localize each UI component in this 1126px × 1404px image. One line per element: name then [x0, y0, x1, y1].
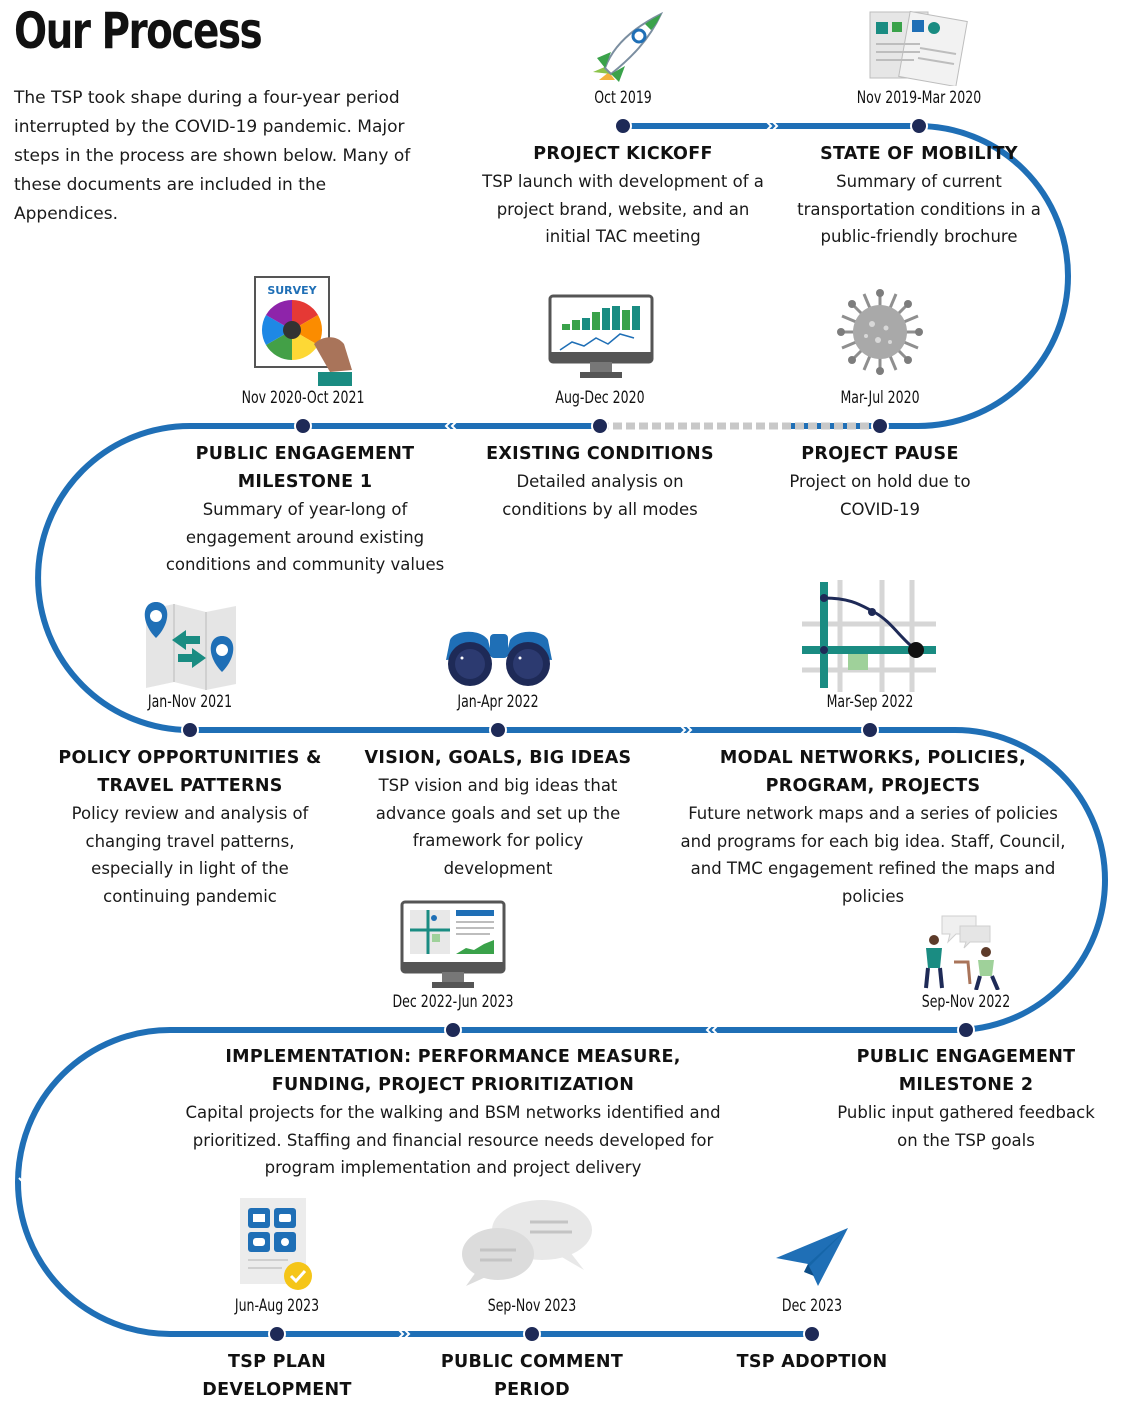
step-description: Capital projects for the walking and BSM…: [185, 1103, 721, 1177]
step-date: Mar-Jul 2020: [840, 388, 920, 408]
network-map-icon: [802, 580, 936, 692]
step-heading: EXISTING CONDITIONS: [486, 444, 714, 464]
dashboard-monitor-icon: [400, 900, 506, 988]
step-heading: POLICY OPPORTUNITIES & TRAVEL PATTERNS: [58, 748, 322, 796]
map-pins-icon: [144, 602, 236, 690]
step-date: Jan-Apr 2022: [457, 692, 539, 712]
step-description: Public input gathered feedback on the TS…: [837, 1103, 1095, 1150]
step-heading: IMPLEMENTATION: PERFORMANCE MEASURE, FUN…: [225, 1047, 681, 1095]
step-heading: PROJECT PAUSE: [801, 444, 959, 464]
speech-bubbles-icon: [462, 1200, 592, 1286]
step-date: Sep-Nov 2022: [921, 992, 1011, 1012]
step-description: TSP launch with development of a project…: [482, 172, 764, 246]
plan-document-icon: [240, 1198, 312, 1290]
step-date: Jan-Nov 2021: [147, 692, 233, 712]
paper-plane-icon: [776, 1228, 848, 1286]
step-heading: PUBLIC COMMENT PERIOD: [440, 1352, 624, 1400]
step-description: Project on hold due to COVID-19: [789, 472, 971, 519]
intro-text: The TSP took shape during a four-year pe…: [14, 88, 411, 224]
step-date: Nov 2019-Mar 2020: [856, 88, 982, 108]
step-description: Summary of current transportation condit…: [797, 172, 1041, 246]
step-heading: PUBLIC ENGAGEMENT MILESTONE 1: [195, 444, 415, 492]
step-date: Dec 2023: [781, 1296, 843, 1316]
step-description: Summary of year-long of engagement aroun…: [165, 500, 445, 574]
step-date: Jun-Aug 2023: [234, 1296, 320, 1316]
step-heading: PUBLIC ENGAGEMENT MILESTONE 2: [856, 1047, 1076, 1095]
step-heading: STATE OF MOBILITY: [820, 144, 1018, 164]
timeline-dots: [181, 117, 975, 1343]
step-description: TSP vision and big ideas that advance go…: [375, 776, 621, 878]
step-date: Mar-Sep 2022: [826, 692, 914, 712]
brochure-icon: [869, 10, 968, 86]
step-description: Future network maps and a series of poli…: [680, 804, 1066, 906]
step-description: Policy review and analysis of changing t…: [71, 804, 309, 906]
step-heading: VISION, GOALS, BIG IDEAS: [364, 748, 632, 768]
step-date: Dec 2022-Jun 2023: [392, 992, 514, 1012]
step-heading: PROJECT KICKOFF: [533, 144, 713, 164]
step-date: Aug-Dec 2020: [555, 388, 645, 408]
step-heading: TSP PLAN DEVELOPMENT: [202, 1352, 352, 1400]
survey-label: SURVEY: [267, 284, 317, 297]
step-date: Oct 2019: [594, 88, 652, 108]
step-heading: TSP ADOPTION: [736, 1352, 888, 1372]
rocket-icon: [593, 11, 664, 82]
step-heading: MODAL NETWORKS, POLICIES, PROGRAM, PROJE…: [719, 748, 1027, 796]
survey-icon: SURVEY: [254, 276, 352, 386]
page-title: Our Process: [14, 2, 263, 60]
monitor-chart-icon: [548, 294, 654, 378]
step-date: Nov 2020-Oct 2021: [241, 388, 365, 408]
people-discussion-icon: [924, 915, 1000, 990]
step-description: Detailed analysis on conditions by all m…: [502, 472, 698, 519]
virus-icon: [837, 289, 923, 375]
step-date: Sep-Nov 2023: [487, 1296, 577, 1316]
binoculars-icon: [446, 631, 552, 686]
